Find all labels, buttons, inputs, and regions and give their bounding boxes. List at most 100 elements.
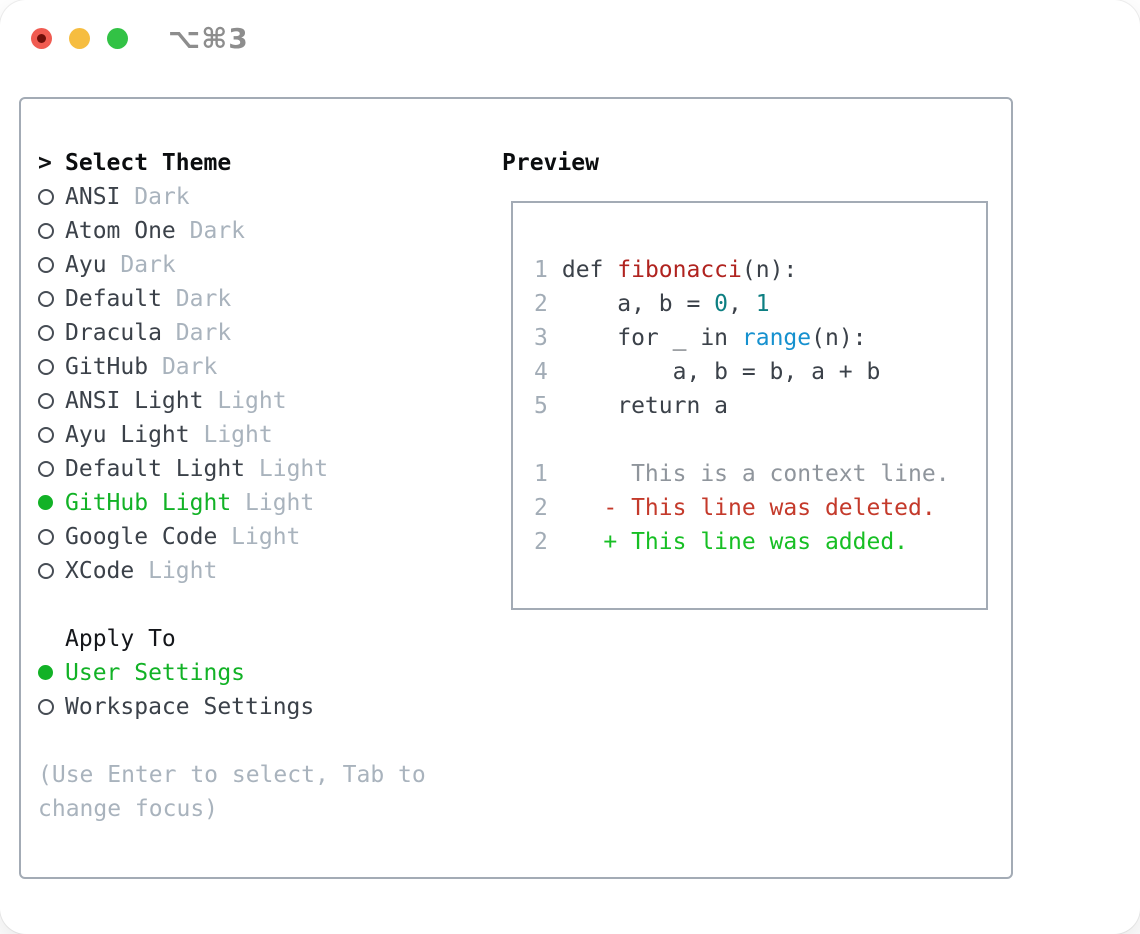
code-segment: 1 [755,291,770,317]
ring-icon [38,529,54,545]
line-number: 1 [534,461,548,487]
code-line: 5 return a [534,389,986,423]
radio-unselected-icon [38,520,65,555]
theme-option-label: Default Dark [65,286,232,312]
theme-option-label: Atom One Dark [65,218,246,244]
code-line: 3 for _ in range(n): [534,321,986,355]
code-segment: a, b = b, a + b [548,359,881,385]
theme-option[interactable]: ANSI Dark [38,180,488,214]
radio-selected-icon [38,486,65,520]
theme-variant-tag: Dark [120,252,176,278]
radio-selected-icon [38,656,65,690]
line-number: 1 [534,257,548,283]
apply-option-label: Workspace Settings [65,694,315,720]
code-line: 4 a, b = b, a + b [534,355,986,389]
theme-variant-tag: Light [203,422,273,448]
theme-variant-tag: Dark [175,320,232,346]
theme-option[interactable]: Atom One Dark [38,214,488,248]
radio-unselected-icon [38,350,65,385]
radio-unselected-icon [38,554,65,589]
theme-variant-tag: Dark [134,184,190,210]
theme-option[interactable]: Google Code Light [38,520,488,554]
theme-option-label: Ayu Light Light [65,422,273,448]
minimize-button[interactable] [69,28,90,49]
select-theme-title: Select Theme [65,150,232,176]
theme-option-label: ANSI Dark [65,184,190,210]
theme-variant-tag: Dark [161,354,218,380]
ring-icon [38,461,54,477]
close-dot-icon [37,34,46,43]
ring-icon [38,359,54,375]
ring-icon [38,223,54,239]
selected-dot-icon [38,665,53,680]
radio-unselected-icon [38,418,65,453]
theme-option[interactable]: ANSI Light Light [38,384,488,418]
select-theme-header: >Select Theme [38,146,488,180]
theme-option-label: Dracula Dark [65,320,232,346]
ring-icon [38,563,54,579]
code-segment: - This line was deleted. [548,495,936,521]
zoom-button[interactable] [107,28,128,49]
selected-dot-icon [38,495,53,510]
theme-option[interactable]: Dracula Dark [38,316,488,350]
code-segment: , [728,291,756,317]
code-line: 2 + This line was added. [534,525,986,559]
theme-variant-tag: Light [148,558,218,584]
apply-option-label: User Settings [65,660,246,686]
code-line: 1 This is a context line. [534,457,986,491]
theme-variant-tag: Dark [189,218,246,244]
code-segment: 0 [714,291,729,317]
theme-option[interactable]: GitHub Light Light [38,486,488,520]
ring-icon [38,393,54,409]
line-number: 2 [534,529,548,555]
line-number: 4 [534,359,548,385]
titlebar: ⌥⌘3 [0,0,1140,76]
radio-unselected-icon [38,384,65,419]
code-segment: a, b = [548,291,715,317]
theme-option-label: ANSI Light Light [65,388,287,414]
theme-option[interactable]: Ayu Dark [38,248,488,282]
theme-variant-tag: Light [217,388,287,414]
ring-icon [38,325,54,341]
theme-variant-tag: Light [245,490,315,516]
theme-option-label: Google Code Light [65,524,301,550]
code-line: 2 a, b = 0, 1 [534,287,986,321]
ring-icon [38,291,54,307]
code-segment: This is a context line. [548,461,950,487]
header-caret: > [38,146,65,180]
code-segment: + This line was added. [548,529,909,555]
theme-option[interactable]: Ayu Light Light [38,418,488,452]
line-number: 2 [534,291,548,317]
theme-option-label: GitHub Light Light [65,490,315,516]
radio-unselected-icon [38,180,65,215]
theme-option[interactable]: XCode Light [38,554,488,588]
help-text: (Use Enter to select, Tab to [38,762,426,788]
close-button[interactable] [31,28,52,49]
radio-unselected-icon [38,214,65,249]
code-segment: fibonacci [617,257,742,283]
help-text: change focus) [38,796,219,822]
code-segment: for _ in [548,325,742,351]
theme-option[interactable]: Default Dark [38,282,488,316]
theme-option[interactable]: Default Light Light [38,452,488,486]
code-line [534,423,986,457]
spacer [38,724,488,758]
line-number: 2 [534,495,548,521]
code-segment: range [741,325,812,351]
theme-variant-tag: Light [258,456,329,482]
code-segment: (n): [811,325,867,351]
radio-unselected-icon [38,316,65,351]
spacer [38,588,488,622]
theme-option-label: GitHub Dark [65,354,218,380]
radio-unselected-icon [38,690,65,725]
radio-unselected-icon [38,248,65,283]
apply-to-option[interactable]: Workspace Settings [38,690,488,724]
apply-to-title: Apply To [65,626,176,652]
apply-to-option[interactable]: User Settings [38,656,488,690]
theme-option[interactable]: GitHub Dark [38,350,488,384]
